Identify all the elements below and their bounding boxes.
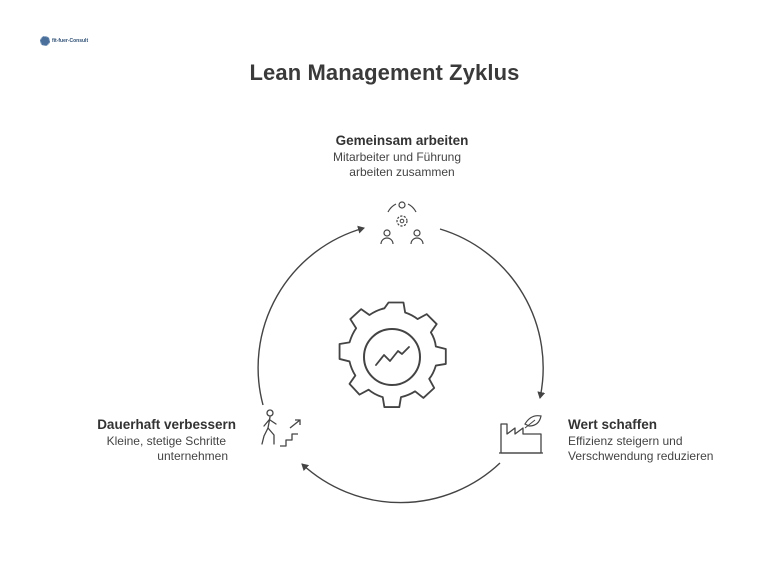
- gear-chart-icon: [338, 301, 447, 408]
- step-left-desc-line1: Kleine, stetige Schritte: [106, 434, 226, 448]
- step-top-desc-line1: Mitarbeiter und Führung: [332, 150, 462, 164]
- factory-leaf-icon: [499, 415, 543, 454]
- step-right-desc-line2: Verschwendung reduzieren: [568, 449, 714, 463]
- page-title: Lean Management Zyklus: [249, 60, 520, 85]
- step-left-desc-line2: unternehmen: [157, 449, 228, 463]
- logo-mark-icon: [40, 36, 50, 46]
- step-right-title: Wert schaffen: [568, 417, 658, 432]
- step-right-desc-line1: Effizienz steigern und: [568, 434, 683, 448]
- cycle-arc-top-to-right: [439, 228, 546, 399]
- brand-logo: fit-fuer-Consult: [40, 34, 89, 48]
- step-left-title: Dauerhaft verbessern: [97, 417, 236, 432]
- cycle-arc-right-to-left: [301, 462, 501, 504]
- step-top-desc-line2: arbeiten zusammen: [349, 165, 455, 179]
- step-top-title: Gemeinsam arbeiten: [335, 133, 469, 148]
- logo-text: fit-fuer-Consult: [52, 38, 89, 44]
- team-gear-icon: [380, 201, 424, 245]
- cycle-arc-left-to-top: [257, 225, 365, 406]
- person-stairs-icon: [261, 409, 301, 447]
